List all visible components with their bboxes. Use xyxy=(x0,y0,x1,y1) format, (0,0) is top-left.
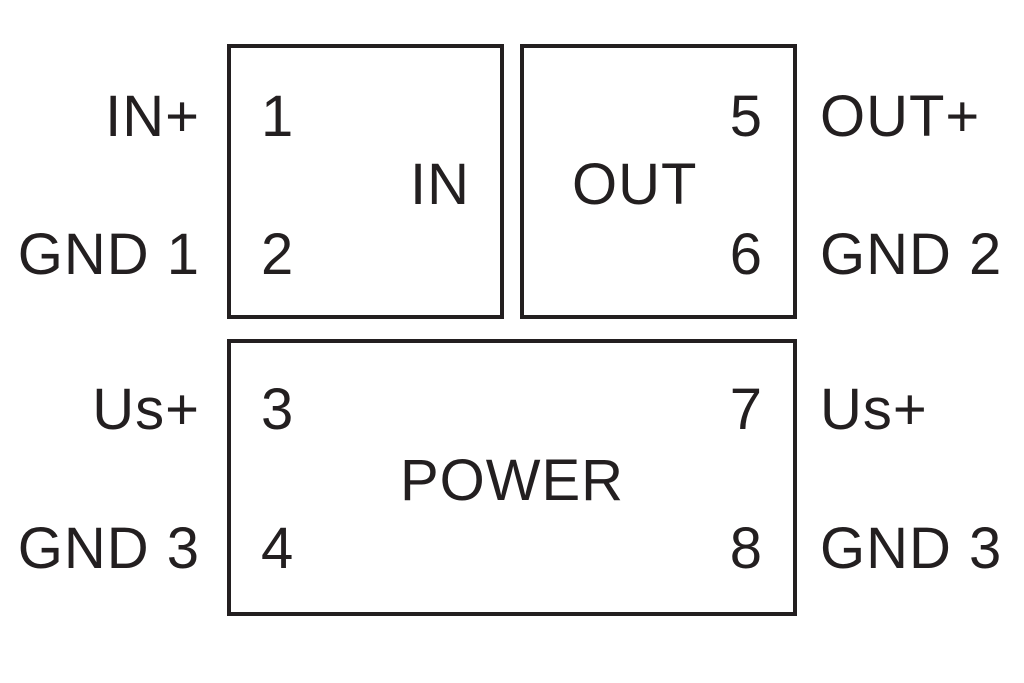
power-block-label: POWER xyxy=(399,448,625,513)
external-label-us-plus-left: Us+ xyxy=(92,377,200,442)
power-block-outline xyxy=(227,339,797,616)
in-block-label: IN xyxy=(410,152,470,217)
external-label-gnd-1: GND 1 xyxy=(17,222,200,287)
pin-number-6: 6 xyxy=(729,222,763,287)
external-label-in-plus: IN+ xyxy=(105,84,200,149)
external-label-us-plus-right: Us+ xyxy=(820,377,928,442)
out-block-label: OUT xyxy=(572,152,698,217)
pin-number-8: 8 xyxy=(729,516,763,581)
external-label-gnd-2: GND 2 xyxy=(820,222,1003,287)
out-block-outline xyxy=(520,44,797,319)
external-label-out-plus: OUT+ xyxy=(820,84,981,149)
in-block-outline xyxy=(227,44,504,319)
pin-number-5: 5 xyxy=(729,84,763,149)
pin-number-4: 4 xyxy=(261,516,295,581)
pin-number-2: 2 xyxy=(261,222,295,287)
external-label-gnd-3-left: GND 3 xyxy=(17,516,200,581)
external-label-gnd-3-right: GND 3 xyxy=(820,516,1003,581)
pin-number-7: 7 xyxy=(729,377,763,442)
pin-number-1: 1 xyxy=(261,84,295,149)
pin-number-3: 3 xyxy=(261,377,295,442)
